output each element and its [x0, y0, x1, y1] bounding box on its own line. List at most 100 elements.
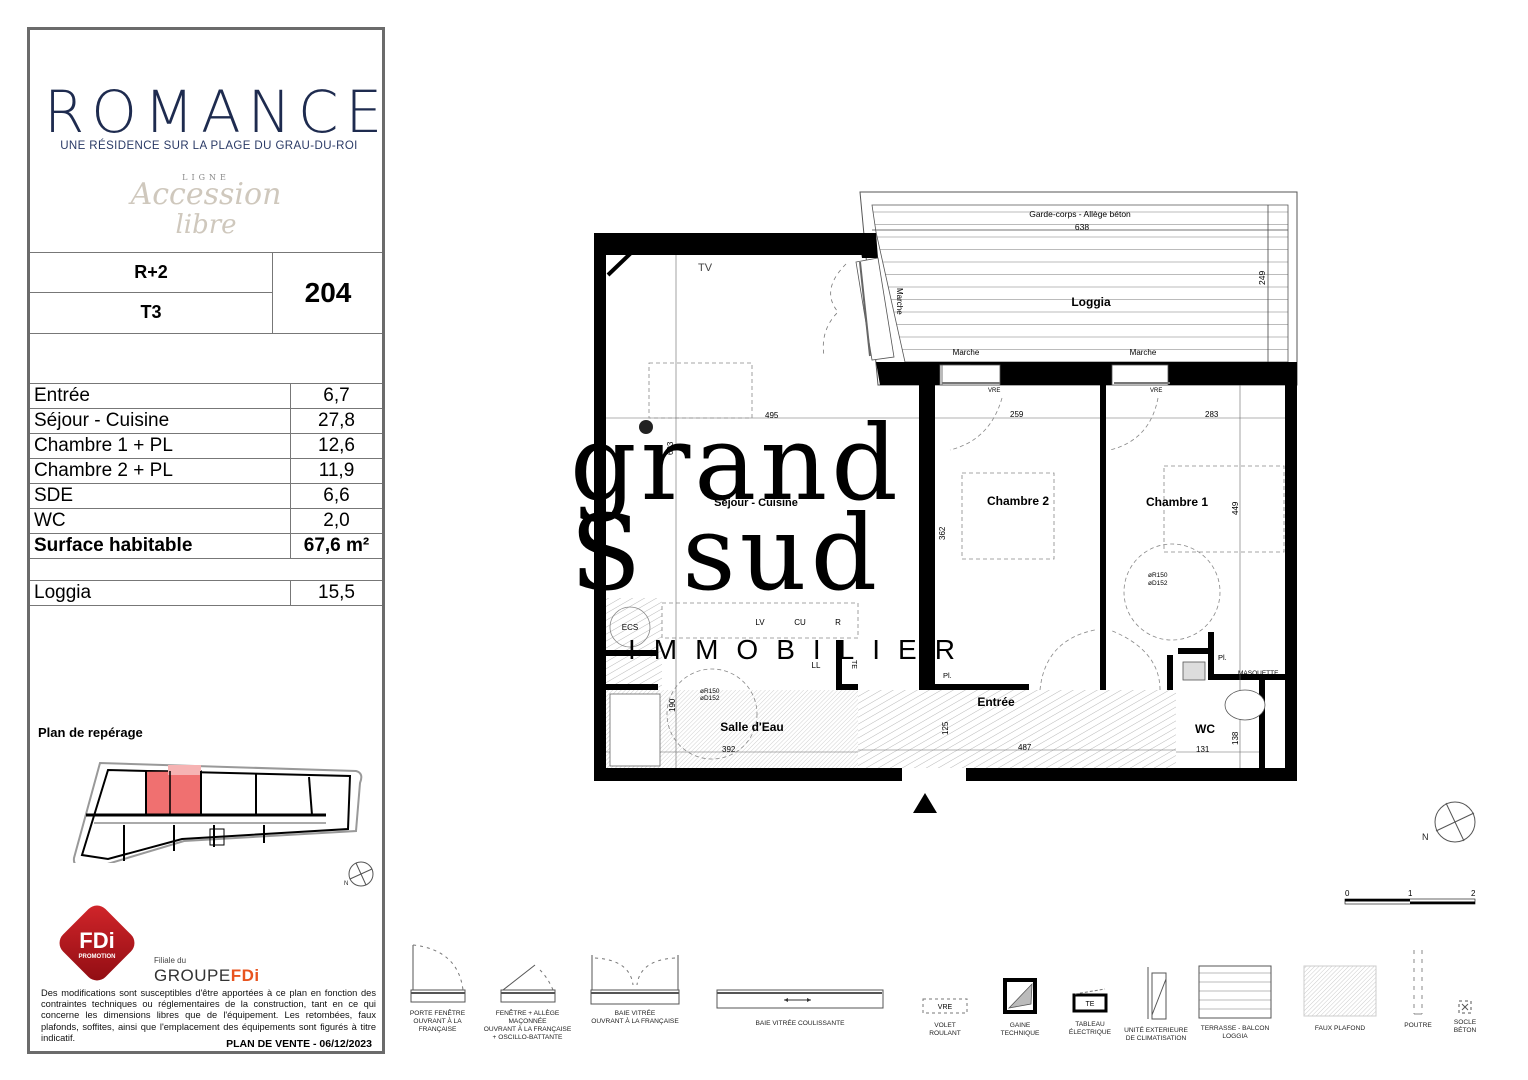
legend-poutre: POUTRE [1398, 950, 1438, 1030]
group-suffix: FDi [230, 966, 260, 985]
svg-text:PROMOTION: PROMOTION [79, 954, 116, 960]
svg-text:N: N [1422, 832, 1429, 842]
loggia-width-dim: 638 [1075, 222, 1089, 232]
fdi-promotion-logo: FDi PROMOTION [59, 905, 135, 981]
scale-tick: 1 [1408, 889, 1413, 898]
entrance-arrow-icon [913, 793, 937, 813]
legend-unite-clim: UNITÉ EXTERIEURE DE CLIMATISATION [1123, 965, 1189, 1043]
room-sejour: Séjour - Cuisine [714, 497, 798, 509]
legend-baie-coulissante: BAIE VITRÉE COULISSANTE [715, 985, 885, 1028]
accession-script: Accession [130, 177, 282, 212]
plan-vente-date: PLAN DE VENTE - 06/12/2023 [226, 1038, 372, 1050]
location-plan [72, 761, 363, 863]
legend-label: TABLEAU ÉLECTRIQUE [1068, 1021, 1112, 1036]
room-area: 2,0 [323, 510, 350, 531]
sde-width-dim: 392 [722, 745, 736, 754]
svg-text:N: N [344, 881, 348, 887]
legend-gaine-technique: GAINE TECHNIQUE [990, 978, 1050, 1038]
te-symbol: TE [1086, 1001, 1095, 1008]
masquette-label: MASQUETTE [1238, 670, 1279, 677]
scale-bar: 0 1 2 [1344, 889, 1476, 905]
north-arrow-icon: N [1422, 801, 1476, 843]
marche-label: Marche [953, 348, 980, 357]
pmr-radius: øR150 [1148, 572, 1168, 579]
room-chambre-2: Chambre 2 [987, 494, 1049, 508]
legend-label: FAUX PLAFOND [1314, 1025, 1366, 1032]
entree-width-dim: 487 [1018, 743, 1032, 752]
room-area: 12,6 [318, 435, 355, 456]
legend-label: BAIE VITRÉE OUVRANT À LA FRANÇAISE [591, 1010, 679, 1025]
surface-row: Entrée 6,7 [30, 383, 382, 408]
loggia-label: Loggia [30, 581, 291, 605]
legend-fenetre-allege: FENÊTRE + ALLÈGE MAÇONNÉE OUVRANT À LA F… [480, 940, 575, 1042]
surface-row: SDE 6,6 [30, 483, 382, 508]
wc-depth-dim: 138 [1231, 731, 1240, 745]
placard-label: Pl. [943, 671, 952, 680]
floor-plan: Garde-corps - Allège béton 638 Loggia 24… [594, 191, 1298, 813]
room-area: 6,6 [323, 485, 350, 506]
loggia-label: Loggia [1071, 295, 1111, 309]
legend-tableau-electrique: TE TABLEAU ÉLECTRIQUE [1060, 987, 1120, 1037]
brand-title: ROMANCE [44, 78, 390, 146]
filiale-label: Filiale du [154, 956, 187, 965]
marche-label: Marche [1130, 348, 1157, 357]
ecs-label: ECS [622, 623, 638, 632]
te-label: TE [850, 660, 857, 669]
group-prefix: GROUPE [154, 966, 231, 985]
brand-subtitle: UNE RÉSIDENCE SUR LA PLAGE DU GRAU-DU-RO… [60, 140, 358, 152]
legend-label: SOCLE BÉTON [1453, 1019, 1477, 1034]
reperage-title: Plan de repérage [38, 725, 143, 740]
tv-label: TV [698, 262, 713, 274]
legend-porte-fenetre: PORTE FENÊTRE OUVRANT À LA FRANÇAISE [395, 940, 480, 1034]
pmr-diameter: øD152 [1148, 580, 1168, 587]
room-wc: WC [1195, 722, 1215, 736]
room-label: Entrée [30, 384, 291, 408]
legend-label: PORTE FENÊTRE OUVRANT À LA FRANÇAISE [409, 1010, 466, 1033]
legend-faux-plafond: FAUX PLAFOND [1300, 965, 1380, 1033]
fridge-label: R [835, 618, 841, 627]
pmr-diameter: øD152 [700, 695, 720, 702]
legend-label: BAIE VITRÉE COULISSANTE [755, 1020, 845, 1027]
north-arrow-icon: N [344, 861, 374, 887]
unit-info: R+2 T3 204 [30, 252, 382, 334]
room-area: 6,7 [323, 385, 350, 406]
placard-label: Pl. [1218, 653, 1227, 662]
ligne-label: LIGNE [182, 173, 230, 182]
legend-label: UNITÉ EXTERIEURE DE CLIMATISATION [1124, 1027, 1188, 1042]
floor-level: R+2 [134, 262, 168, 282]
total-label: Surface habitable [30, 534, 291, 558]
brand-header: ROMANCE UNE RÉSIDENCE SUR LA PLAGE DU GR… [30, 30, 382, 255]
legend-label: GAINE TECHNIQUE [1000, 1022, 1040, 1037]
scale-tick: 0 [1345, 889, 1350, 898]
ch1-depth-dim: 449 [1231, 501, 1240, 515]
wc-width-dim: 131 [1196, 745, 1210, 754]
surface-table: Entrée 6,7 Séjour - Cuisine 27,8 Chambre 1… [30, 383, 382, 559]
ch2-width-dim: 259 [1010, 410, 1024, 419]
lot-number: 204 [304, 277, 352, 308]
marche-label: Marche [895, 288, 904, 315]
room-chambre-1: Chambre 1 [1146, 495, 1208, 509]
ch1-width-dim: 283 [1205, 410, 1219, 419]
legend-label: TERRASSE - BALCON LOGGIA [1200, 1025, 1270, 1040]
sde-depth-dim: 190 [668, 698, 677, 712]
vre-symbol: VRE [938, 1004, 953, 1011]
disclaimer-text: Des modifications sont susceptibles d'êt… [41, 988, 376, 1043]
groupe-fdi-logo: GROUPEFDi [154, 966, 260, 986]
room-label: Chambre 1 + PL [30, 434, 291, 458]
legend-label: VOLET ROULANT [929, 1022, 961, 1037]
room-label: Séjour - Cuisine [30, 409, 291, 433]
legend-label: POUTRE [1404, 1022, 1432, 1029]
legend-volet-roulant: VRE VOLET ROULANT [915, 998, 975, 1038]
room-area: 27,8 [318, 410, 355, 431]
room-label: Chambre 2 + PL [30, 459, 291, 483]
svg-text:FDi: FDi [79, 928, 114, 953]
ch2-depth-dim: 362 [938, 526, 947, 540]
legend-label: FENÊTRE + ALLÈGE MAÇONNÉE OUVRANT À LA F… [483, 1010, 572, 1041]
room-entree: Entrée [977, 695, 1015, 709]
garde-corps-label: Garde-corps - Allège béton [1029, 209, 1131, 219]
room-label: SDE [30, 484, 291, 508]
entree-depth-dim: 125 [941, 721, 950, 735]
legend-socle-beton: SOCLE BÉTON [1445, 1000, 1485, 1035]
